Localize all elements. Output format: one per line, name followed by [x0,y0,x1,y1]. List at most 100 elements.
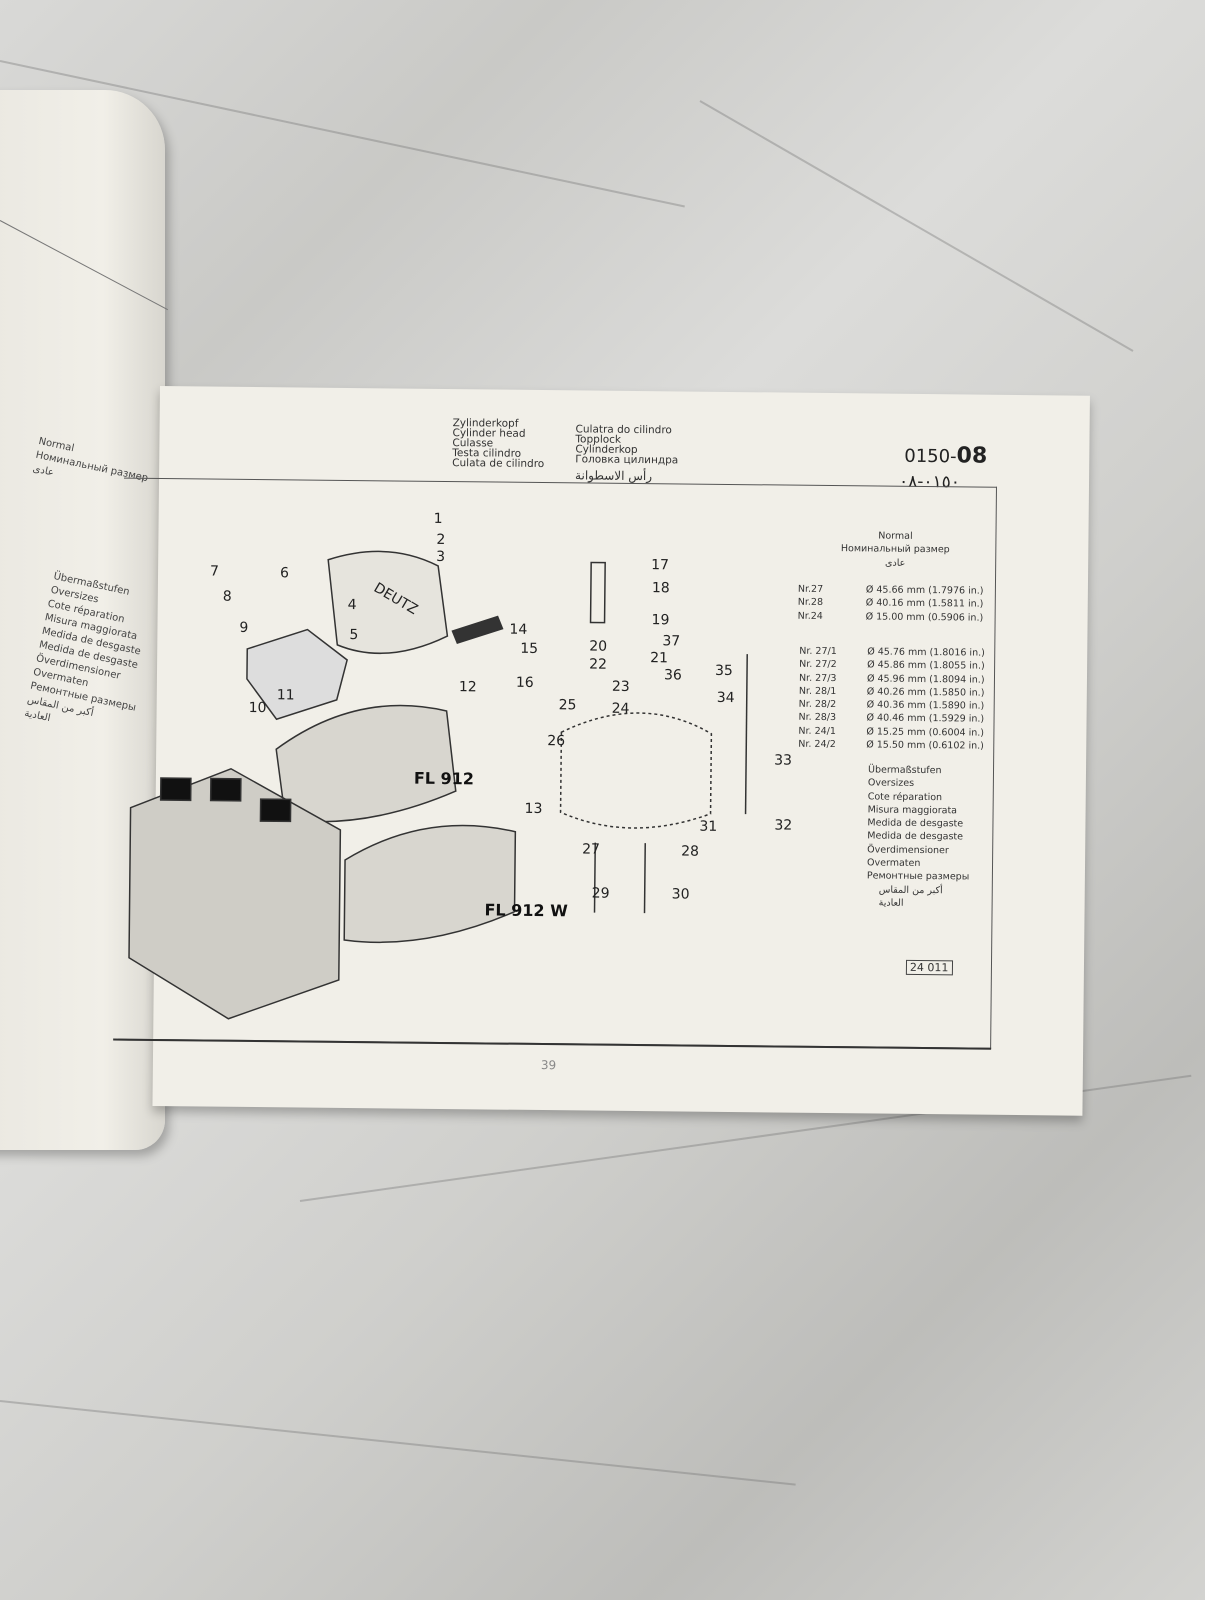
spec-nr: Nr. 28/1 [798,685,837,697]
text: العادية [878,897,904,909]
callout-22: 22 [589,656,608,673]
text: Medida de desgaste [867,817,964,830]
callout-25: 25 [558,697,577,714]
spec-nr: Nr.27 [797,583,824,595]
callout-2: 2 [436,531,446,548]
valve-30 [643,843,646,914]
callout-27: 27 [582,841,601,858]
spec-nr: Nr. 27/3 [798,672,837,684]
model-label-fl912: FL 912 [413,768,475,789]
callout-34: 34 [716,689,735,707]
valve-spring [589,561,606,624]
pushrod [744,654,748,815]
spec-nr: Nr. 27/1 [799,645,837,658]
spec-row: Nr. 24/2 Ø 15.50 mm (0.6102 in.) [798,738,984,753]
group-suffix: 08 [956,443,988,469]
callout-15: 15 [520,640,539,657]
spec-value: Ø 40.36 mm (1.5890 in.) [866,699,985,712]
text: Ремонтные размеры [866,870,970,883]
normal-sizes-table: Nr.27 Ø 45.66 mm (1.7976 in.) Nr.28 Ø 40.16… [798,583,984,625]
text: عادی [885,557,906,569]
callout-17: 17 [651,557,670,574]
callout-32: 32 [774,817,793,834]
callout-16: 16 [515,674,534,691]
callout-6: 6 [279,565,290,582]
callout-14: 14 [509,621,528,638]
text: Misura maggiorata [867,804,958,817]
head-section-dashed [559,712,713,829]
divider [0,220,168,311]
spec-nr: Nr. 24/1 [798,725,836,737]
catalog-page: Zylinderkopf Cylinder head Culasse Testa… [113,386,1090,1116]
spec-value: Ø 40.26 mm (1.5850 in.) [866,686,985,699]
callout-13: 13 [524,800,543,818]
spec-nr: Nr.28 [797,596,824,609]
callout-33: 33 [774,752,793,769]
group-prefix: 0150- [904,445,957,468]
exploded-diagram: DEUTZ [128,550,748,1020]
spec-value: Ø 45.76 mm (1.8016 in.) [867,646,985,659]
callout-9: 9 [239,619,249,636]
callout-31: 31 [699,818,718,835]
callout-23: 23 [611,678,630,695]
group-number: 0150-08 [904,443,988,470]
spec-value: Ø 45.66 mm (1.7976 in.) [865,584,984,597]
spec-value: Ø 15.25 mm (0.6004 in.) [866,726,985,739]
title-ru: Головка цилиндра [575,453,679,467]
title-block-left: Zylinderkopf Cylinder head Culasse Testa… [452,417,545,471]
title-es: Culata de cilindro [452,457,545,471]
spec-value: Ø 15.50 mm (0.6102 in.) [866,739,984,752]
callout-18: 18 [651,580,670,597]
figure-number: 24 011 [905,959,953,976]
valve-29 [593,842,596,913]
callout-10: 10 [248,699,267,717]
spec-nr: Nr.24 [797,610,823,622]
callout-30: 30 [671,886,690,903]
text: Cote réparation [867,791,943,803]
rocker-bracket [246,628,348,721]
cylinder-head-fl912 [275,704,457,823]
callout-3: 3 [436,548,446,565]
callout-36: 36 [663,667,682,684]
callout-26: 26 [547,733,566,750]
text: Overmaten [866,857,921,870]
spec-value: Ø 45.86 mm (1.8055 in.) [867,659,985,672]
text: أكبر من المقاس [878,884,943,896]
callout-12: 12 [458,679,477,696]
spec-value: Ø 15.00 mm (0.5906 in.) [865,610,984,624]
callout-20: 20 [589,638,608,655]
callout-21: 21 [650,650,669,667]
callout-35: 35 [714,662,733,680]
callout-24: 24 [611,700,630,717]
valve-cover [327,550,449,654]
callout-7: 7 [209,563,220,580]
left-page: Normal Номинальный размер عادی Übermaßst… [0,90,168,1150]
text: Överdimensioner [867,844,949,857]
callout-11: 11 [276,687,295,704]
engine-cap [159,777,192,802]
rocker-arm [451,615,504,645]
callout-29: 29 [591,885,610,902]
spec-value: Ø 40.16 mm (1.5811 in.) [865,597,984,610]
engine-illustration [128,767,342,1020]
spec-value: Ø 40.46 mm (1.5929 in.) [866,712,985,726]
text: Medida de desgaste [867,830,964,843]
text: Oversizes [867,777,915,790]
spec-nr: Nr. 28/3 [798,712,837,724]
spec-nr: Nr. 24/2 [798,738,836,751]
marble-vein [699,100,1134,352]
text: Номинальный размер [840,543,950,556]
spec-row: Nr.24 Ø 15.00 mm (0.5906 in.) [798,609,984,624]
normal-heading: Normal Номинальный размер عادی [830,529,960,570]
cylinder-head-fl912w [343,824,517,944]
spec-nr: Nr. 28/2 [798,698,837,711]
callout-8: 8 [222,588,232,605]
page-number: 39 [540,1058,557,1073]
callout-37: 37 [662,633,681,650]
spec-nr: Nr. 27/2 [799,659,837,671]
engine-cap [209,777,242,802]
engine-cap [259,798,292,823]
callout-28: 28 [681,843,700,860]
